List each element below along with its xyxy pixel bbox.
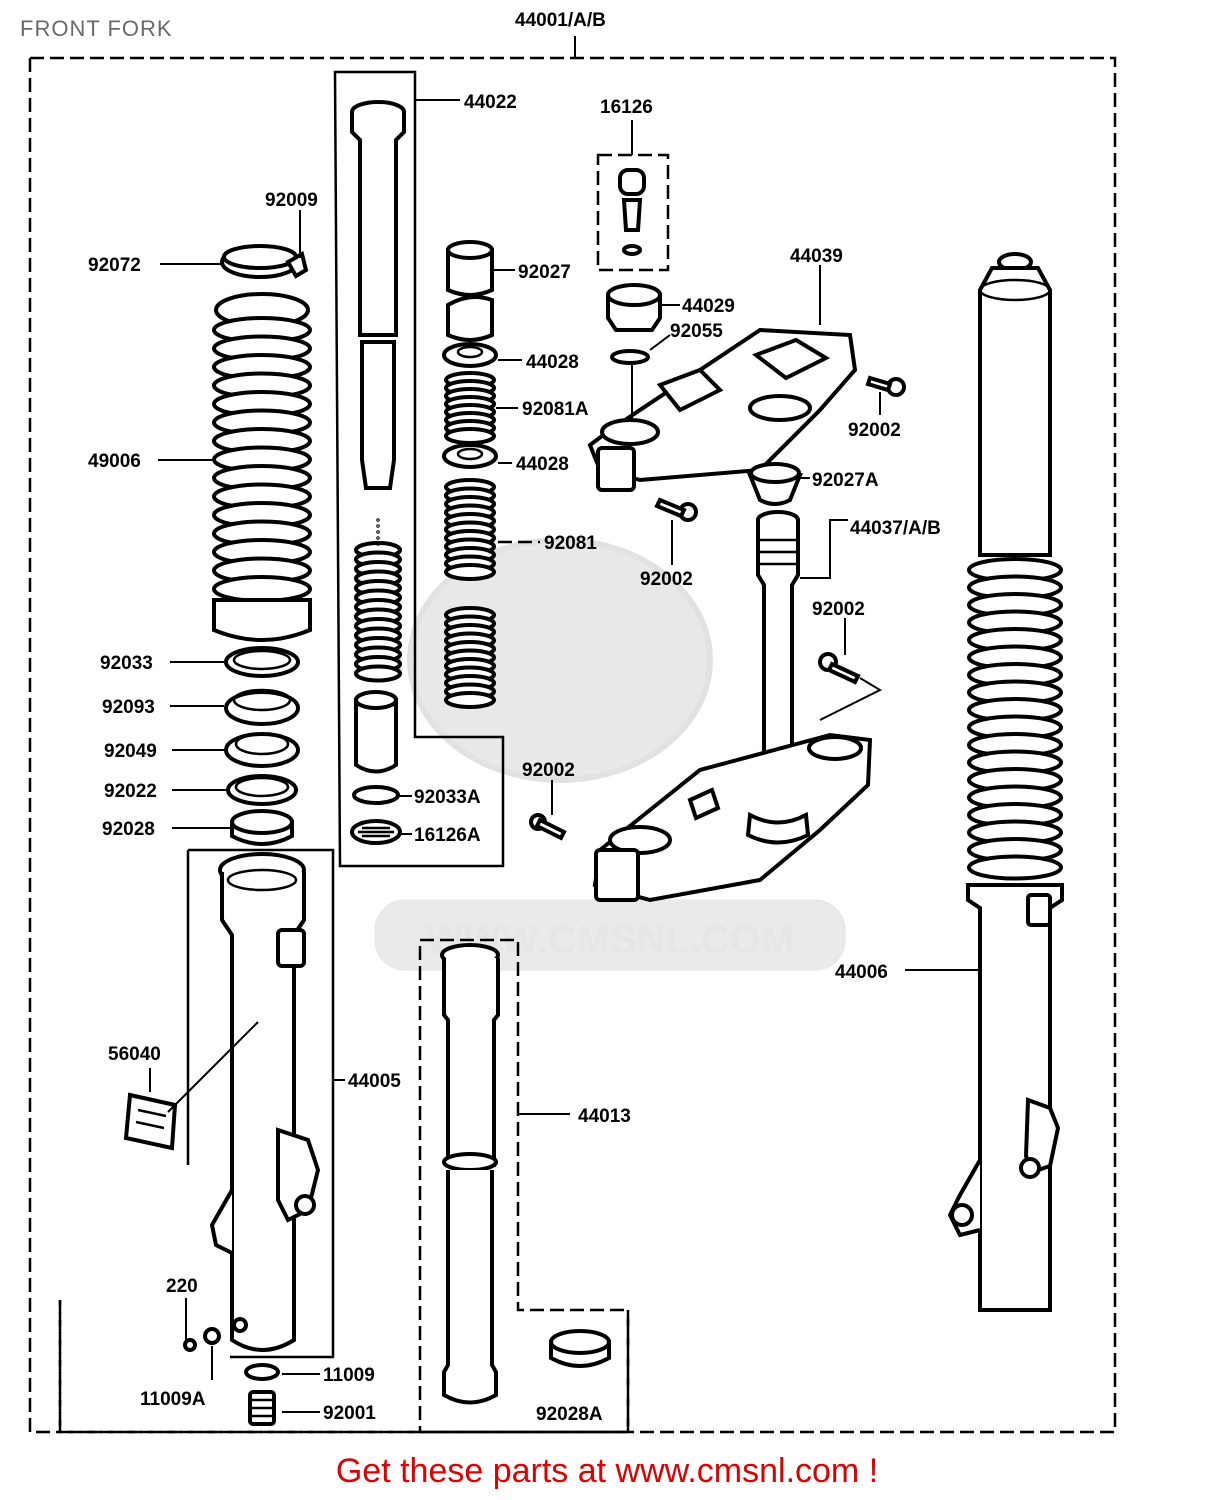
- label-44039[interactable]: 44039: [790, 246, 843, 267]
- part-44029-cap[interactable]: [606, 283, 662, 332]
- label-92028a[interactable]: 92028A: [536, 1404, 603, 1425]
- part-44013-inner-tube[interactable]: [440, 943, 500, 1405]
- label-16126[interactable]: 16126: [600, 97, 653, 118]
- label-92002-clamp[interactable]: 92002: [640, 569, 693, 590]
- outer-tube-kit-outline: [186, 848, 335, 1359]
- part-92033a-ring[interactable]: [352, 690, 400, 805]
- part-92093-seal[interactable]: [224, 688, 300, 726]
- part-92002-bolt-upper-right[interactable]: [865, 375, 906, 397]
- part-92009-clip[interactable]: [285, 250, 309, 279]
- part-49006-fork-boot[interactable]: [212, 292, 312, 642]
- label-92002-upper-right[interactable]: 92002: [848, 420, 901, 441]
- label-92049[interactable]: 92049: [104, 741, 157, 762]
- part-92055-oring[interactable]: [610, 349, 650, 365]
- label-44013[interactable]: 44013: [578, 1106, 631, 1127]
- inner-tube-kit-outline: [418, 938, 630, 1434]
- part-44037-steering-stem[interactable]: [592, 510, 873, 903]
- part-92081a-spring[interactable]: [444, 371, 496, 445]
- valve-kit-outline: [596, 153, 670, 272]
- label-92055[interactable]: 92055: [670, 321, 723, 342]
- label-16126a[interactable]: 16126A: [414, 825, 481, 846]
- part-44022-inner-tube[interactable]: [350, 100, 406, 490]
- label-44028-upper[interactable]: 44028: [526, 352, 579, 373]
- label-92002-lower-clamp[interactable]: 92002: [522, 760, 575, 781]
- part-92028a-bush[interactable]: [549, 1329, 611, 1368]
- label-92081a[interactable]: 92081A: [522, 399, 589, 420]
- label-92028[interactable]: 92028: [102, 819, 155, 840]
- label-92022[interactable]: 92022: [104, 781, 157, 802]
- label-44029[interactable]: 44029: [682, 296, 735, 317]
- part-44028-lower-seat[interactable]: [442, 443, 498, 469]
- part-44039-upper-bracket[interactable]: [587, 327, 858, 492]
- part-44028-upper-seat[interactable]: [442, 342, 498, 368]
- inner-kit-outline: [333, 70, 505, 868]
- label-56040[interactable]: 56040: [108, 1044, 161, 1065]
- part-92002-bolt-clamp[interactable]: [654, 497, 698, 522]
- lower-kit-outline: [58, 1300, 630, 1434]
- part-16126a-valve[interactable]: [350, 819, 402, 845]
- part-44006-fork-leg-assembled[interactable]: [947, 252, 1064, 1312]
- part-92033-ring[interactable]: [224, 646, 300, 678]
- page-title: FRONT FORK: [20, 16, 173, 41]
- watermark-logo: WWW.CMSNL.COM: [374, 537, 846, 971]
- part-11009-washer[interactable]: [244, 1363, 280, 1381]
- label-92001[interactable]: 92001: [323, 1403, 376, 1424]
- label-44005[interactable]: 44005: [348, 1071, 401, 1092]
- part-92028-bush[interactable]: [230, 809, 294, 846]
- label-92027a[interactable]: 92027A: [812, 470, 879, 491]
- label-49006[interactable]: 49006: [88, 451, 141, 472]
- part-92049-seal[interactable]: [224, 732, 300, 768]
- part-92002-bolt-stem[interactable]: [818, 652, 861, 685]
- label-92081[interactable]: 92081: [544, 533, 597, 554]
- footer-link[interactable]: Get these parts at www.cmsnl.com !: [335, 1452, 879, 1490]
- part-inner-spring[interactable]: [354, 518, 402, 683]
- label-11009[interactable]: 11009: [323, 1365, 375, 1386]
- part-92001-bolt[interactable]: [248, 1390, 276, 1426]
- part-92022-ring[interactable]: [226, 774, 298, 806]
- label-92027[interactable]: 92027: [518, 262, 571, 283]
- label-92072[interactable]: 92072: [88, 255, 141, 276]
- part-92002-bolt-lower-clamp[interactable]: [529, 813, 567, 841]
- part-92081-spring[interactable]: [444, 478, 496, 709]
- label-11009a[interactable]: 11009A: [140, 1389, 206, 1410]
- label-92002-stem[interactable]: 92002: [812, 599, 865, 620]
- label-92093[interactable]: 92093: [102, 697, 155, 718]
- label-44028-lower[interactable]: 44028: [516, 454, 569, 475]
- label-92033a[interactable]: 92033A: [414, 787, 481, 808]
- label-44006[interactable]: 44006: [835, 962, 888, 983]
- part-56040-decal[interactable]: [123, 1092, 178, 1151]
- label-220[interactable]: 220: [166, 1276, 198, 1297]
- assembly-outline: [28, 56, 1117, 1434]
- part-44005-outer-tube[interactable]: [209, 852, 321, 1352]
- label-44037-a-b[interactable]: 44037/A/B: [850, 518, 941, 539]
- part-92027a-collar[interactable]: [747, 462, 803, 506]
- label-44001-a-b[interactable]: 44001/A/B: [515, 10, 606, 31]
- part-220-bolt[interactable]: [183, 1327, 221, 1352]
- label-44022[interactable]: 44022: [464, 92, 517, 113]
- part-92027-collar[interactable]: [446, 240, 494, 342]
- part-16126-air-valve[interactable]: [618, 168, 646, 256]
- label-92033[interactable]: 92033: [100, 653, 153, 674]
- label-92009[interactable]: 92009: [265, 190, 318, 211]
